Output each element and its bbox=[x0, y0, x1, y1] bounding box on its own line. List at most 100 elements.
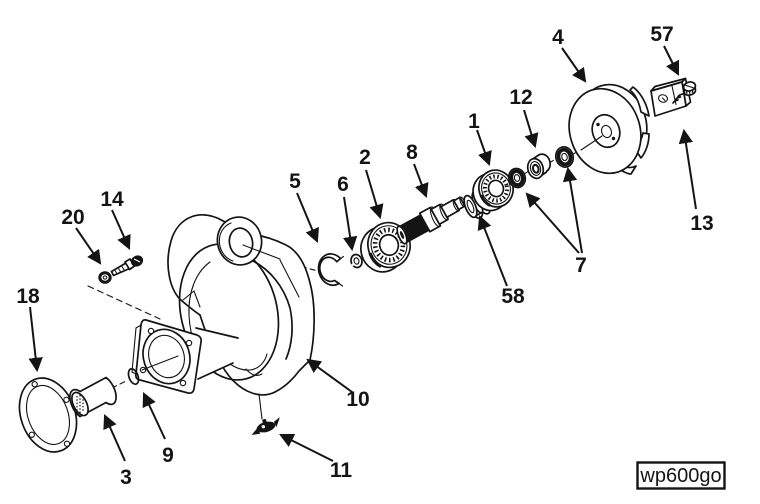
gasket-hole bbox=[31, 381, 38, 388]
housing-front-face bbox=[178, 243, 280, 381]
sleeve-bushing bbox=[69, 376, 117, 418]
mounting-bolt bbox=[110, 255, 144, 277]
snap-ring bbox=[317, 253, 345, 287]
sleeve-face-hatch bbox=[76, 395, 84, 413]
impeller-centerline bbox=[580, 135, 603, 151]
impeller-vane-top bbox=[629, 86, 650, 117]
impeller-hub bbox=[591, 113, 621, 149]
retaining-ring bbox=[350, 253, 363, 269]
pump-shaft bbox=[396, 196, 466, 245]
gasket-outer bbox=[18, 377, 78, 453]
leader-arrow-4 bbox=[561, 47, 587, 83]
gasket-hole bbox=[63, 440, 71, 447]
impeller-screw bbox=[672, 81, 697, 104]
callout-18: 18 bbox=[16, 285, 40, 308]
leader-arrow-10 bbox=[306, 358, 353, 393]
drain-fitting-leader bbox=[258, 393, 263, 420]
pump-housing bbox=[131, 214, 315, 396]
bolt-head-highlight bbox=[133, 258, 141, 263]
outlet-neck-edges bbox=[195, 327, 239, 380]
seal-outer bbox=[554, 146, 575, 168]
seal-assembly bbox=[526, 153, 552, 180]
inlet-leader-line bbox=[242, 244, 300, 298]
o-ring bbox=[127, 367, 140, 386]
housing-silhouette bbox=[167, 214, 315, 396]
callout-9: 9 bbox=[162, 444, 174, 467]
leader-arrow-11 bbox=[279, 434, 334, 462]
drain-fitting bbox=[251, 417, 280, 436]
figure-code-box: wp600go bbox=[636, 461, 726, 490]
leader-arrow-14 bbox=[111, 209, 131, 250]
inlet-bore bbox=[228, 227, 254, 258]
leader-arrow-1 bbox=[476, 129, 492, 167]
leader-arrow-20 bbox=[75, 227, 102, 265]
flange-centerline bbox=[141, 355, 179, 371]
bolt-alignment-dashed-line bbox=[87, 285, 161, 320]
callout-6: 6 bbox=[337, 173, 349, 196]
lock-washer bbox=[98, 271, 112, 284]
leader-arrow-6 bbox=[343, 196, 358, 252]
bearing-shade bbox=[479, 194, 491, 207]
callout-2: 2 bbox=[359, 146, 371, 169]
leader-arrow-18 bbox=[28, 306, 43, 373]
leader-arrow-2 bbox=[365, 169, 384, 220]
inlet-ring-lip bbox=[218, 222, 234, 262]
plate-front-face bbox=[650, 81, 687, 117]
impeller-balance-hole bbox=[611, 136, 616, 141]
gasket bbox=[18, 377, 78, 453]
shaft-spline-texture bbox=[402, 218, 426, 240]
callout-58: 58 bbox=[501, 285, 525, 308]
callout-10: 10 bbox=[346, 388, 369, 411]
housing-step bbox=[182, 290, 201, 308]
callout-20: 20 bbox=[61, 206, 84, 229]
plate-hole-detail bbox=[661, 97, 666, 102]
leader-arrow-13 bbox=[678, 128, 697, 210]
leader-arrow-57 bbox=[663, 45, 679, 76]
leader-arrow-8 bbox=[413, 163, 429, 199]
flange-bore-outer bbox=[142, 328, 191, 385]
leader-arrow-7a bbox=[525, 192, 580, 254]
leader-arrow-7b bbox=[562, 166, 583, 254]
shaft-collar-large bbox=[418, 206, 442, 233]
leader-arrows bbox=[28, 45, 697, 462]
gasket-hole bbox=[63, 396, 70, 403]
bolt-threads bbox=[114, 266, 125, 275]
sleeve-front-face bbox=[71, 391, 89, 417]
impeller-bore bbox=[600, 124, 613, 139]
seal-inner bbox=[507, 167, 527, 189]
callout-3: 3 bbox=[120, 466, 132, 489]
callout-11: 11 bbox=[330, 459, 353, 482]
bearing-bore-depth bbox=[394, 236, 399, 248]
leader-arrow-12 bbox=[523, 109, 539, 149]
plate-hole bbox=[657, 94, 669, 103]
callout-14: 14 bbox=[100, 188, 124, 211]
figure-code: wp600go bbox=[639, 465, 721, 487]
impeller bbox=[568, 83, 650, 175]
impeller-balance-hole bbox=[596, 122, 600, 127]
impeller-front-disc bbox=[568, 87, 642, 175]
leader-arrow-9 bbox=[142, 392, 166, 440]
bearing-bore bbox=[487, 179, 505, 198]
screw-slot bbox=[684, 84, 695, 89]
callout-5: 5 bbox=[289, 170, 301, 193]
callout-7: 7 bbox=[575, 254, 587, 277]
callout-12: 12 bbox=[509, 86, 532, 109]
screw-threads bbox=[672, 93, 684, 104]
flange-bore-inner bbox=[148, 334, 185, 379]
callout-1: 1 bbox=[468, 110, 480, 133]
leader-arrow-58 bbox=[477, 214, 508, 287]
gasket-inner bbox=[25, 384, 71, 446]
volute-wrap-curve bbox=[250, 259, 293, 360]
callout-labels: 1 2 3 4 5 6 7 8 9 10 11 12 13 14 18 20 5… bbox=[16, 23, 713, 489]
callout-4: 4 bbox=[552, 26, 564, 49]
figure-code-border bbox=[636, 461, 726, 490]
leader-arrow-3 bbox=[103, 414, 126, 462]
callout-13: 13 bbox=[690, 212, 713, 235]
front-bearing bbox=[472, 169, 514, 212]
bearing-ball-band bbox=[482, 174, 510, 203]
callout-57: 57 bbox=[650, 23, 673, 46]
callout-8: 8 bbox=[406, 141, 418, 164]
flange-thickness-edge bbox=[131, 324, 142, 375]
